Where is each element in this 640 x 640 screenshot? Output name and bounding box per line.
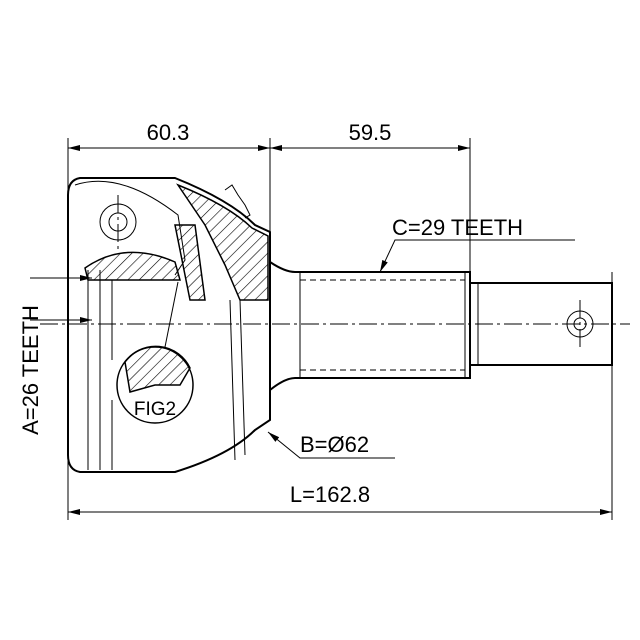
fig2-detail: FIG2 xyxy=(116,281,194,424)
dim-59-5-label: 59.5 xyxy=(349,120,392,145)
spline-c-label: C=29 TEETH xyxy=(392,215,523,240)
fig2-label: FIG2 xyxy=(134,399,176,420)
spline-shaft xyxy=(269,260,613,393)
spline-a-label: A=26 TEETH xyxy=(18,305,43,435)
total-length-label: L=162.8 xyxy=(290,482,370,507)
leader-b xyxy=(267,431,395,459)
leader-c xyxy=(379,239,575,273)
dim-60-3-label: 60.3 xyxy=(147,120,190,145)
diameter-b-label: B=Ø62 xyxy=(300,432,369,457)
